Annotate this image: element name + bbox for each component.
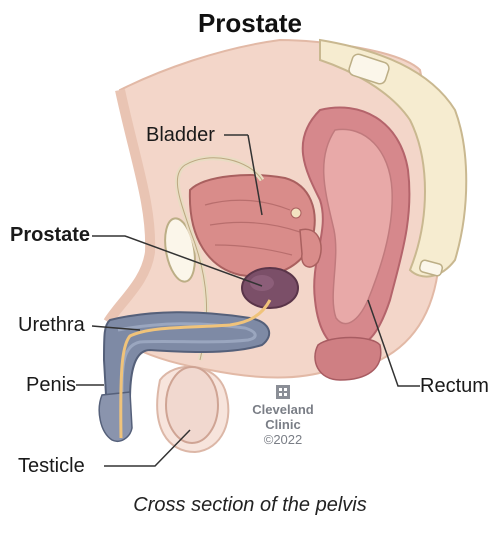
label-penis: Penis — [26, 374, 77, 396]
rectum-inner — [322, 128, 393, 325]
penis-inner — [117, 322, 257, 425]
glans — [98, 391, 133, 442]
label-bladder: Bladder — [146, 124, 215, 146]
rectum-leader — [367, 299, 420, 387]
label-urethra: Urethra — [18, 314, 85, 336]
page-title: Prostate — [197, 8, 303, 38]
urethra-leader — [91, 325, 141, 331]
label-rectum: Rectum — [420, 375, 489, 397]
brand-line2: Clinic — [265, 417, 301, 432]
figure-caption: Cross section of the pelvis — [133, 494, 367, 516]
urethra-tube — [119, 299, 272, 439]
tailbone — [418, 259, 444, 277]
bladder-leader-2 — [247, 134, 263, 216]
bladder-wall-folds — [204, 199, 301, 256]
vertebra-disc — [348, 53, 390, 85]
brand-year: ©2022 — [263, 432, 303, 447]
cleveland-clinic-brand: Cleveland Clinic ©2022 — [252, 384, 314, 447]
cleveland-clinic-cross-icon — [276, 385, 290, 399]
brand-line1: Cleveland — [252, 402, 314, 417]
testicle-leader — [104, 429, 191, 467]
testicle-organ — [165, 366, 219, 444]
seminal-vesicle — [299, 228, 322, 268]
label-testicle: Testicle — [18, 455, 85, 477]
skin-front — [103, 88, 156, 325]
prostate-leader — [92, 235, 263, 287]
anal-folds — [314, 336, 382, 381]
ureter-opening — [290, 207, 302, 219]
label-prostate: Prostate — [10, 224, 91, 246]
